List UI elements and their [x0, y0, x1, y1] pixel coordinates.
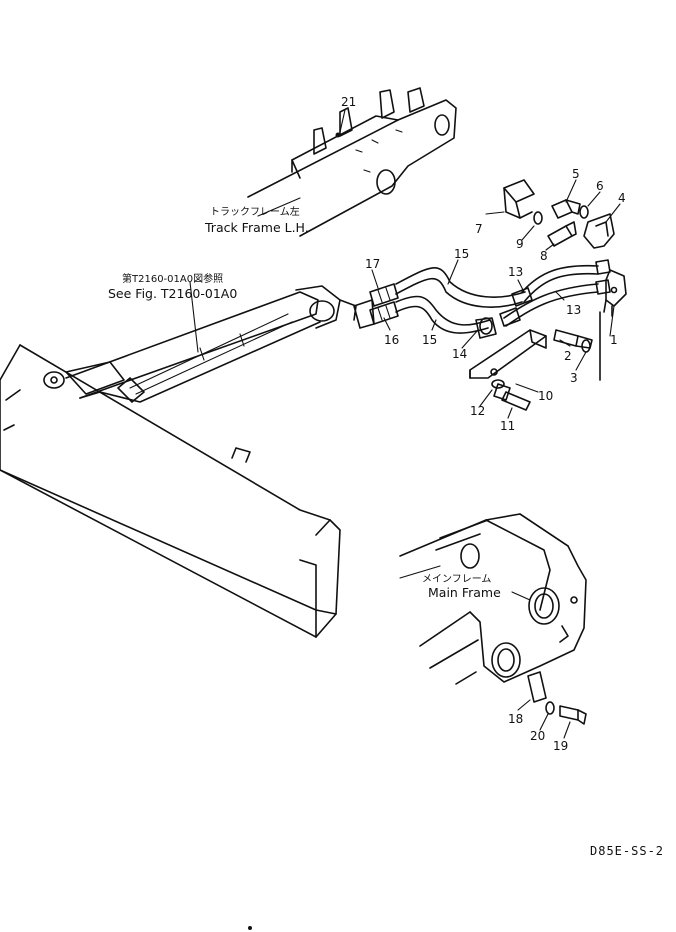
washer-3 [581, 339, 591, 353]
callout-11: 11 [500, 419, 515, 433]
callout-7: 7 [475, 222, 483, 236]
callout-8: 8 [540, 249, 548, 263]
pin-18 [527, 671, 547, 703]
callout-3: 3 [570, 371, 578, 385]
bolt-19 [559, 705, 587, 725]
callout-14: 14 [452, 347, 467, 361]
tilt-cylinder-drawing [43, 285, 357, 403]
track-frame-label-en: Track Frame L.H. [204, 220, 309, 235]
washer-9 [533, 211, 543, 225]
bracket-10 [469, 329, 547, 379]
callout-9: 9 [516, 237, 524, 251]
callout-4: 4 [618, 191, 626, 205]
couplers-13 [499, 259, 611, 327]
callout-12: 12 [470, 404, 485, 418]
bolt-8 [547, 221, 577, 247]
track-frame-label-jp: トラックフレーム左 [210, 205, 300, 218]
callout-1: 1 [610, 333, 618, 347]
callout-10: 10 [538, 389, 553, 403]
clamp-7 [503, 179, 535, 219]
callout-13b: 13 [566, 303, 581, 317]
leader-lines [189, 109, 621, 739]
callout-2: 2 [564, 349, 572, 363]
hose-assembly-13 [503, 264, 599, 327]
hose-assembly-15 [395, 267, 526, 334]
main-frame-label-en: Main Frame [428, 585, 501, 600]
callout-5: 5 [572, 167, 580, 181]
fitting-16 [369, 301, 399, 325]
bolt-2 [553, 329, 593, 349]
callout-18: 18 [508, 712, 523, 726]
stray-dot [248, 926, 252, 930]
callout-16: 16 [384, 333, 399, 347]
callout-20: 20 [530, 729, 545, 743]
fitting-14 [475, 317, 497, 339]
dozer-blade-drawing [0, 344, 341, 638]
callout-21: 21 [341, 95, 356, 109]
main-frame-label-jp: メインフレーム [422, 573, 491, 585]
track-frame-lh-drawing [247, 87, 457, 237]
washer-6 [579, 205, 589, 219]
callout-6: 6 [596, 179, 604, 193]
main-frame-drawing [399, 513, 587, 685]
bolt-5 [551, 199, 581, 219]
callout-17: 17 [365, 257, 380, 271]
drawing-code: D85E-SS-2 [590, 844, 664, 858]
bolt-11 [493, 383, 531, 411]
callout-numbers: 21 17 16 15 15 14 13 13 7 9 8 5 6 4 1 2 … [341, 95, 626, 753]
callout-15b: 15 [422, 333, 437, 347]
hose-clamp-plate [353, 299, 375, 329]
callout-15a: 15 [454, 247, 469, 261]
callout-19: 19 [553, 739, 568, 753]
clamp-4 [583, 213, 615, 249]
washer-12 [491, 379, 505, 389]
reference-figure-label-jp: 第T2160-01A0図参照 [122, 272, 223, 285]
washer-20 [545, 701, 555, 715]
reference-figure-label-en: See Fig. T2160-01A0 [108, 286, 237, 301]
callout-13a: 13 [508, 265, 523, 279]
block-1 [599, 269, 627, 381]
